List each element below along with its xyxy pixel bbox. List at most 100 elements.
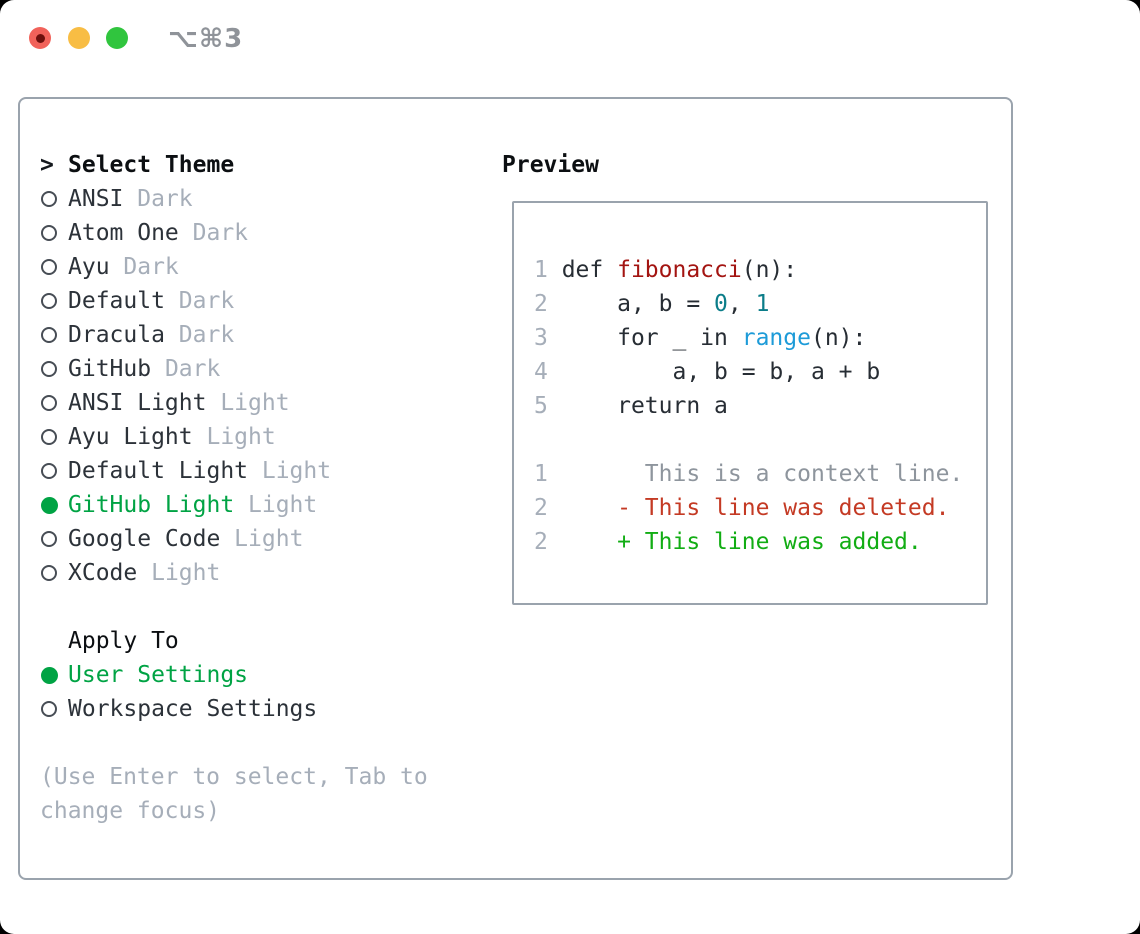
code-segment: 0	[714, 291, 728, 317]
radio-marker-cell	[40, 225, 68, 241]
code-segment: ,	[727, 291, 756, 317]
code-line: 5 return a	[534, 389, 986, 423]
theme-option-label: Ayu	[68, 254, 110, 280]
code-blank-line	[534, 423, 986, 457]
theme-option-label: Google Code	[68, 526, 221, 552]
theme-option-label: Default Light	[68, 458, 249, 484]
radio-marker-cell	[40, 327, 68, 343]
minimize-button[interactable]	[68, 27, 90, 49]
spacer	[40, 726, 490, 760]
theme-option-label: Dracula	[68, 322, 165, 348]
code-line: 4 a, b = b, a + b	[534, 355, 986, 389]
theme-option[interactable]: Google Code Light	[40, 522, 490, 556]
theme-option[interactable]: GitHub Dark	[40, 352, 490, 386]
theme-variant-tag: Dark	[109, 254, 179, 280]
record-dot-icon	[35, 33, 45, 43]
theme-option[interactable]: ANSI Light Light	[40, 386, 490, 420]
theme-variant-tag: Light	[137, 560, 221, 586]
theme-option-label: ANSI	[68, 186, 124, 212]
theme-option-label: Atom One	[68, 220, 179, 246]
apply-to-option-label: Workspace Settings	[68, 696, 318, 722]
theme-option-label: GitHub	[68, 356, 152, 382]
code-segment: (n):	[741, 257, 798, 283]
code-line: 1 This is a context line.	[534, 457, 986, 491]
code-segment: range	[741, 325, 811, 351]
theme-variant-tag: Dark	[164, 288, 235, 314]
radio-unselected-icon	[41, 293, 57, 309]
window-title: ⌥⌘3	[168, 24, 244, 54]
theme-option[interactable]: ANSI Dark	[40, 182, 490, 216]
theme-variant-tag: Dark	[178, 220, 249, 246]
line-number: 2	[534, 495, 562, 521]
theme-variant-tag: Dark	[123, 186, 193, 212]
radio-marker-cell	[40, 361, 68, 377]
theme-variant-tag: Light	[192, 424, 276, 450]
radio-unselected-icon	[41, 463, 57, 479]
apply-to-option[interactable]: Workspace Settings	[40, 692, 490, 726]
apply-to-option-label: User Settings	[68, 662, 249, 688]
theme-option[interactable]: GitHub Light Light	[40, 488, 490, 522]
apply-to-title: Apply To	[68, 628, 179, 654]
code-line: 2 a, b = 0, 1	[534, 287, 986, 321]
zoom-button[interactable]	[106, 27, 128, 49]
code-segment: 1	[755, 291, 770, 317]
theme-option[interactable]: Dracula Dark	[40, 318, 490, 352]
radio-unselected-icon	[41, 191, 57, 207]
theme-option[interactable]: Default Dark	[40, 284, 490, 318]
line-number: 2	[534, 529, 562, 555]
theme-variant-tag: Light	[234, 492, 318, 518]
code-line: 3 for _ in range(n):	[534, 321, 986, 355]
theme-variant-tag: Dark	[164, 322, 235, 348]
close-button[interactable]	[29, 27, 51, 49]
theme-list-header: > Select Theme	[40, 148, 490, 182]
radio-marker-cell	[40, 429, 68, 445]
radio-marker-cell	[40, 463, 68, 479]
code-segment: fibonacci	[617, 257, 742, 283]
radio-marker-cell	[40, 701, 68, 717]
theme-option[interactable]: Ayu Light Light	[40, 420, 490, 454]
code-segment: + This line was added.	[561, 529, 922, 555]
theme-option-label: XCode	[68, 560, 138, 586]
radio-selected-icon	[41, 666, 58, 684]
code-segment: (n):	[810, 325, 867, 351]
radio-marker-cell	[40, 191, 68, 207]
theme-option[interactable]: Atom One Dark	[40, 216, 490, 250]
code-segment: return a	[561, 393, 728, 419]
line-number: 1	[534, 257, 562, 283]
code-line: 2 - This line was deleted.	[534, 491, 986, 525]
theme-option[interactable]: XCode Light	[40, 556, 490, 590]
code-segment: for _ in	[561, 325, 742, 351]
selection-prompt-icon: >	[40, 152, 54, 178]
radio-unselected-icon	[41, 361, 57, 377]
line-number: 1	[534, 461, 562, 487]
radio-unselected-icon	[41, 395, 57, 411]
theme-variant-tag: Light	[220, 526, 304, 552]
radio-marker-cell	[40, 395, 68, 411]
radio-unselected-icon	[41, 531, 57, 547]
spacer	[40, 590, 490, 624]
radio-marker-cell	[40, 259, 68, 275]
theme-option[interactable]: Ayu Dark	[40, 250, 490, 284]
radio-selected-icon	[41, 496, 58, 514]
radio-unselected-icon	[41, 259, 57, 275]
apply-to-option[interactable]: User Settings	[40, 658, 490, 692]
theme-option[interactable]: Default Light Light	[40, 454, 490, 488]
radio-marker-cell	[40, 531, 68, 547]
code-segment: a, b =	[561, 291, 715, 317]
theme-variant-tag: Light	[206, 390, 290, 416]
line-number: 2	[534, 291, 562, 317]
radio-unselected-icon	[41, 225, 57, 241]
line-number	[534, 427, 548, 453]
theme-variant-tag: Dark	[151, 356, 221, 382]
theme-list-title: Select Theme	[68, 152, 235, 178]
radio-unselected-icon	[41, 701, 57, 717]
code-segment: a, b = b, a + b	[561, 359, 881, 385]
radio-unselected-icon	[41, 327, 57, 343]
titlebar: ⌥⌘3	[0, 0, 1140, 76]
